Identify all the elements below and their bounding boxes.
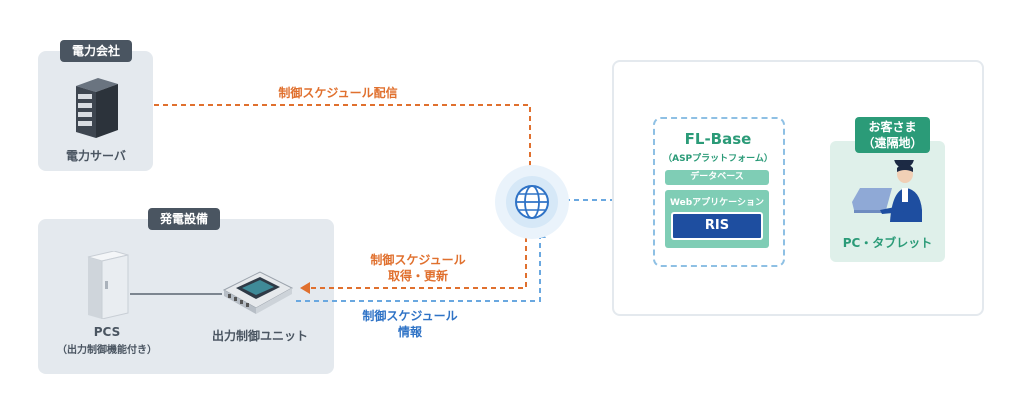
server-icon	[76, 78, 118, 138]
power-company-tag: 電力会社	[60, 40, 132, 62]
pcs-unit-connector	[130, 293, 222, 295]
schedule-fetch-arrow	[308, 228, 527, 289]
person-with-laptop-icon	[852, 160, 922, 222]
schedule-fetch-label-1: 制御スケジュール	[370, 253, 466, 267]
power-facility-tag: 発電設備	[148, 208, 220, 230]
pcs-sub-label: （出力制御機能付き）	[57, 345, 157, 356]
schedule-fetch-label-2: 取得・更新	[387, 269, 448, 283]
schedule-info-label-2: 情報	[397, 325, 422, 339]
customer-tag-line1: お客さま	[868, 120, 917, 134]
customer-tag: お客さま （遠隔地）	[855, 117, 930, 153]
fl-base-title: FL-Base	[684, 130, 752, 148]
database-pill: データベース	[665, 170, 769, 185]
schedule-info-arrow	[296, 236, 541, 302]
pcs-cabinet-icon	[87, 251, 129, 319]
customer-tag-line2: （遠隔地）	[862, 136, 923, 150]
pcs-label: PCS	[93, 325, 121, 339]
globe-icon	[495, 165, 569, 239]
webapp-label: Webアプリケーション	[670, 198, 764, 208]
control-unit-label: 出力制御ユニット	[211, 329, 308, 343]
fl-base-subtitle: （ASPプラットフォーム）	[663, 154, 773, 164]
schedule-delivery-arrow	[154, 104, 531, 168]
control-unit-icon	[222, 271, 294, 314]
power-server-label: 電力サーバ	[66, 149, 126, 163]
schedule-info-label-1: 制御スケジュール	[362, 309, 458, 323]
ris-button[interactable]: RIS	[671, 212, 763, 240]
schedule-delivery-label: 制御スケジュール配信	[278, 86, 398, 100]
customer-device-label: PC・タブレット	[842, 236, 933, 250]
